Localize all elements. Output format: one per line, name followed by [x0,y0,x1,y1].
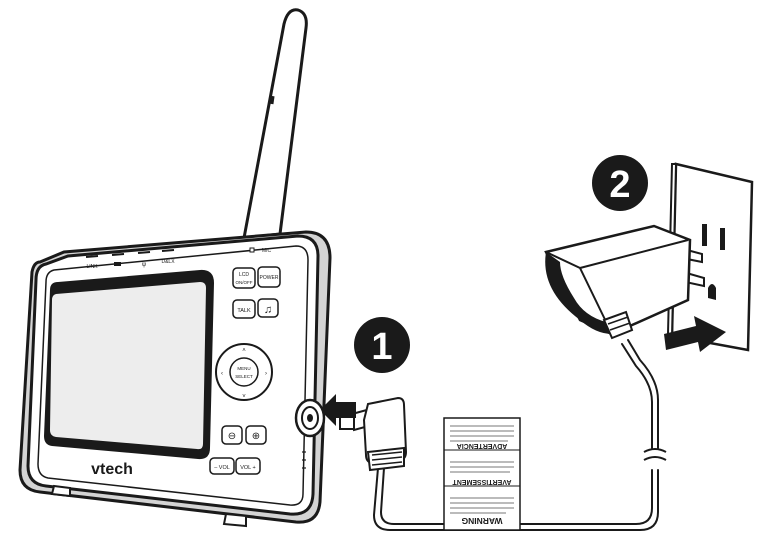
zoom-out-icon: ⊖ [228,431,236,442]
talk-button[interactable]: TALK [232,299,256,319]
power-button[interactable]: POWER [257,266,281,288]
volume-up-button[interactable]: VOL + [235,457,261,475]
step-2-badge: 2 [592,155,648,211]
lcd-screen [44,269,214,460]
navigation-dpad[interactable]: ˄ ˅ ‹ › MENU SELECT [215,343,273,401]
cord-break-mark [643,448,667,461]
zoom-out-button[interactable]: ⊖ [221,425,243,445]
step-1-badge: 1 [354,317,410,373]
parent-unit: LINK ψ D&LX MIC LCD ON/OFF POWER TALK ♫ [18,8,332,528]
tag-heading-advertencia: ADVERTENCIA [457,442,508,449]
power-adapter [544,224,705,340]
antenna [242,8,308,240]
svg-text:– VOL: – VOL [214,465,230,471]
volume-down-button[interactable]: – VOL [209,457,235,475]
dpad-down-icon: ˅ [242,394,246,400]
tag-body [443,417,521,531]
svg-text:SELECT: SELECT [235,374,253,379]
mic-hole-icon [249,247,255,253]
dpad-right-icon: › [265,371,267,377]
indicator-dlx-label: D&LX [161,259,175,265]
zoom-in-icon: ⊕ [252,431,260,442]
svg-text:VOL +: VOL + [240,465,256,471]
outlet-slot [702,224,707,246]
dc-plug [339,396,408,472]
dpad-left-icon: ‹ [221,371,223,377]
tag-heading-warning: WARNING [461,516,502,526]
step-2-number: 2 [609,164,630,206]
battery-icon [114,262,121,266]
outlet-ground-hole [708,284,716,300]
menu-select-label: MENU [237,366,250,371]
music-note-icon: ♫ [264,304,272,316]
tag-fine-print [450,425,514,514]
svg-text:LCD: LCD [239,272,249,278]
warning-tag: WARNING AVERTISSEMENT ADVERTENCIA [443,417,521,531]
signal-icon: ψ [142,262,146,268]
plug-insert-arrow [320,394,356,426]
mic-label: MIC [262,248,272,254]
svg-text:TALK: TALK [237,308,251,314]
adapter-insert-arrow [664,316,726,352]
zoom-in-button[interactable]: ⊕ [245,425,267,445]
svg-text:POWER: POWER [260,275,279,281]
brand-logo: vtech [91,461,133,478]
svg-text:ON/OFF: ON/OFF [236,280,253,285]
outlet-slot [720,228,725,250]
step-1-number: 1 [371,326,392,368]
indicator-link-label: LINK [86,264,98,270]
dc-jack [294,398,326,438]
indicator-row: LINK ψ D&LX MIC [85,247,272,270]
tag-heading-avertissement: AVERTISSEMENT [452,478,512,485]
lcd-onoff-button[interactable]: LCD ON/OFF [232,267,256,289]
music-button[interactable]: ♫ [257,298,279,318]
dpad-up-icon: ˄ [242,348,246,354]
